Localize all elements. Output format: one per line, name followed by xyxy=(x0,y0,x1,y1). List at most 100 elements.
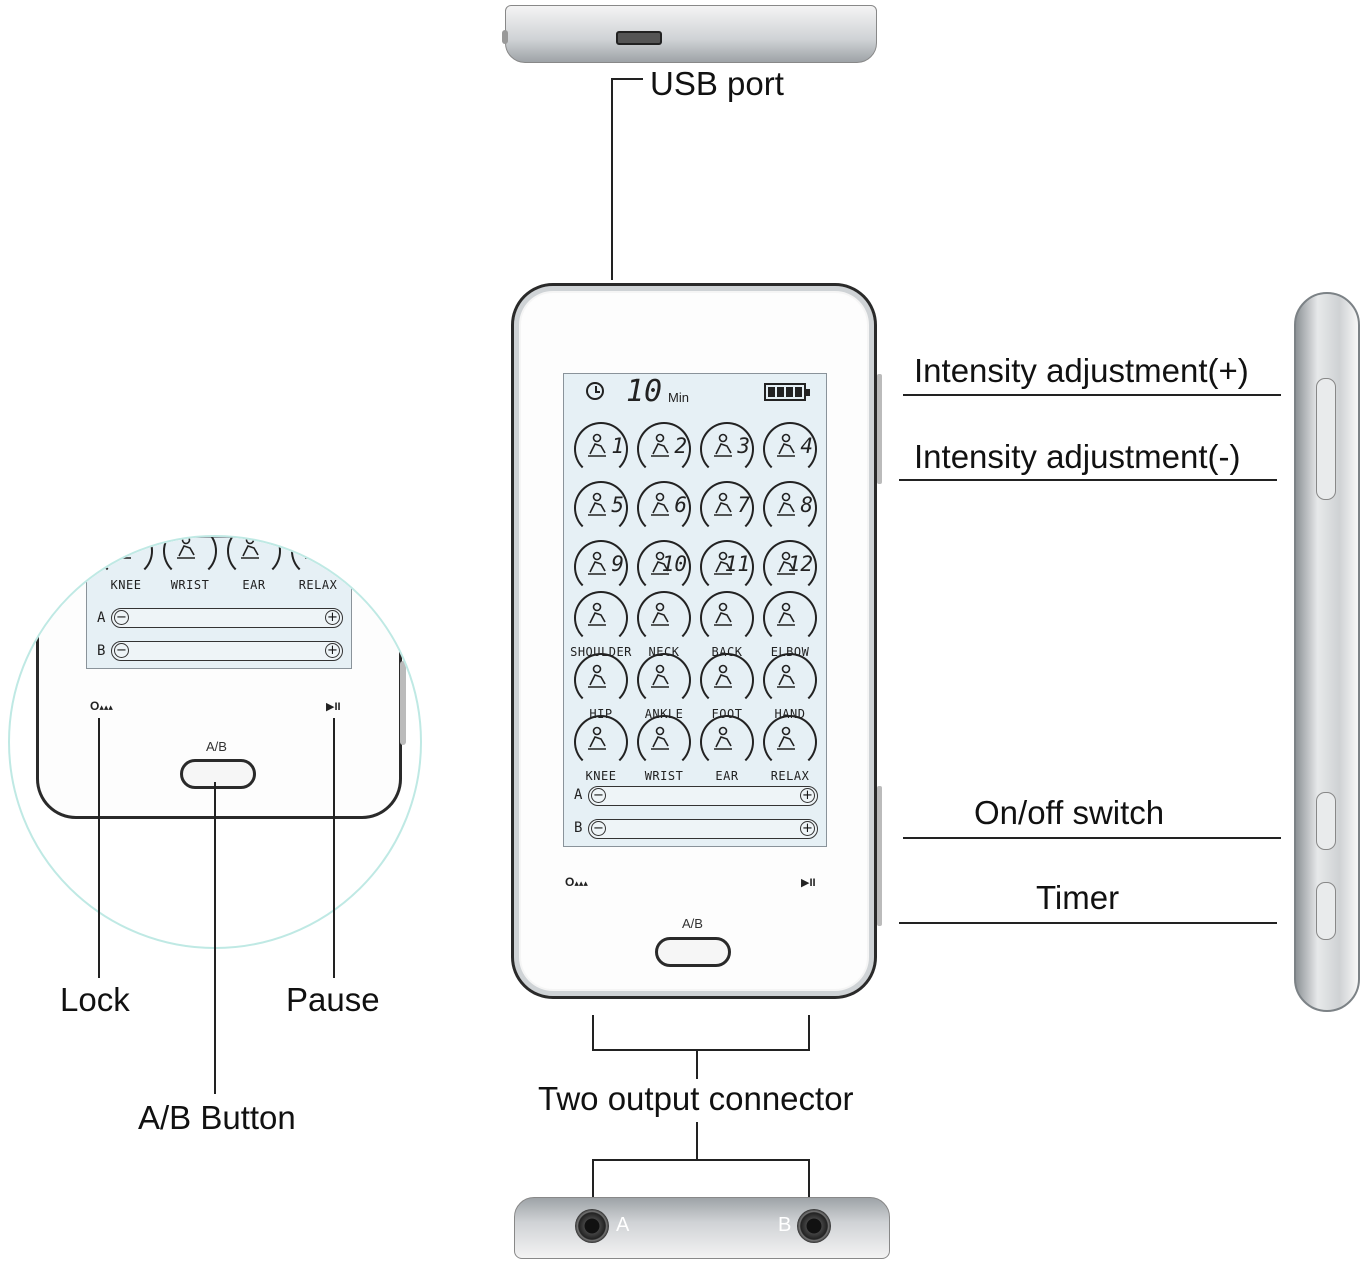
program-ring xyxy=(700,591,754,645)
zoom-channel-a-label: A xyxy=(97,610,106,626)
body-figure-icon xyxy=(584,550,610,576)
body-program-5: HIP xyxy=(574,653,628,721)
program-ring xyxy=(637,715,691,769)
numbered-program-6: 6 xyxy=(637,481,691,535)
program-label: KNEE xyxy=(110,578,142,592)
numbered-program-5: 5 xyxy=(574,481,628,535)
zoom-lock-icon: O xyxy=(90,699,100,713)
body-program-3: BACK xyxy=(700,591,754,659)
program-number: 3 xyxy=(737,434,750,458)
zoom-lock-button[interactable]: O▴▴▴ xyxy=(90,699,113,713)
device-side-view xyxy=(1294,292,1360,1012)
body-program-9: KNEE xyxy=(574,715,628,783)
program-number: 6 xyxy=(674,493,687,517)
program-label: SHOULDER xyxy=(570,645,632,659)
program-number: 9 xyxy=(611,552,624,576)
program-ring xyxy=(763,715,817,769)
lower-bracket-left xyxy=(592,1159,594,1199)
program-label: EAR xyxy=(715,769,739,783)
pause-label: Pause xyxy=(286,981,380,1018)
bracket-stem xyxy=(696,1049,698,1079)
bracket-left xyxy=(592,1015,594,1051)
zoom-pause-button[interactable]: ▶II xyxy=(326,701,341,713)
connector-b-jack-icon xyxy=(797,1209,831,1243)
zoom-channel-b-minus-icon: − xyxy=(114,643,129,658)
device-top-view xyxy=(502,5,877,63)
zoom-ab-label: A/B xyxy=(206,739,227,754)
numbered-program-12: 12 xyxy=(763,540,817,594)
body-figure-icon xyxy=(710,601,736,627)
body-figure-icon xyxy=(773,725,799,751)
body-program-10: WRIST xyxy=(637,715,691,783)
lower-bracket-right xyxy=(808,1159,810,1199)
program-ring xyxy=(763,422,817,476)
body-figure-icon xyxy=(173,537,199,560)
program-number: 4 xyxy=(800,434,813,458)
numbered-program-8: 8 xyxy=(763,481,817,535)
program-number: 12 xyxy=(787,552,813,576)
ab-button[interactable] xyxy=(655,937,731,967)
ab-button-callout-label: A/B Button xyxy=(138,1099,296,1136)
program-ring xyxy=(637,422,691,476)
body-figure-icon xyxy=(647,491,673,517)
body-figure-icon xyxy=(584,663,610,689)
channel-b-bar: − + xyxy=(588,819,818,839)
program-ring xyxy=(637,540,691,594)
channel-a-minus-icon: − xyxy=(591,788,606,803)
program-ring xyxy=(700,653,754,707)
program-number: 1 xyxy=(611,434,624,458)
usb-leader-hook xyxy=(611,78,643,80)
program-label: WRIST xyxy=(644,769,684,783)
ab-leader-line xyxy=(214,782,216,1094)
intensity-minus-label: Intensity adjustment(-) xyxy=(914,438,1241,475)
intensity-plus-label: Intensity adjustment(+) xyxy=(914,352,1249,389)
program-ring xyxy=(574,481,628,535)
zoom-program-1: KNEE xyxy=(99,537,153,592)
zoom-program-2: WRIST xyxy=(163,537,217,592)
program-ring xyxy=(574,653,628,707)
timer-label: Timer xyxy=(1036,879,1120,916)
numbered-program-2: 2 xyxy=(637,422,691,476)
numbered-program-3: 3 xyxy=(700,422,754,476)
right-edge-button-bottom xyxy=(877,786,882,926)
connector-a-label: A xyxy=(616,1214,630,1236)
body-figure-icon xyxy=(647,550,673,576)
program-ring xyxy=(700,481,754,535)
timer-side-button[interactable] xyxy=(1316,882,1336,940)
zoom-program-4: RELAX xyxy=(291,537,345,592)
zoom-right-edge xyxy=(400,661,406,745)
connector-b-label: B xyxy=(778,1214,792,1236)
zoom-channel-a-bar: − + xyxy=(111,608,343,628)
numbered-program-1: 1 xyxy=(574,422,628,476)
body-program-1: SHOULDER xyxy=(570,591,631,659)
program-ring xyxy=(637,653,691,707)
body-figure-icon xyxy=(584,491,610,517)
program-number: 11 xyxy=(724,552,750,576)
pause-button[interactable]: ▶II xyxy=(801,877,816,889)
body-figure-icon xyxy=(710,491,736,517)
program-ring xyxy=(574,540,628,594)
body-figure-icon xyxy=(647,432,673,458)
body-program-6: ANKLE xyxy=(637,653,691,721)
body-figure-icon xyxy=(773,663,799,689)
zoom-program-3: EAR xyxy=(227,537,281,592)
intensity-rocker-button[interactable] xyxy=(1316,378,1336,500)
program-ring xyxy=(637,591,691,645)
channel-b-label: B xyxy=(574,820,583,836)
program-label: WRIST xyxy=(170,578,210,592)
timer-value: 10 xyxy=(626,374,663,409)
zoom-ab-button[interactable] xyxy=(180,759,256,789)
program-number: 8 xyxy=(800,493,813,517)
program-ring xyxy=(291,537,345,578)
program-ring xyxy=(574,591,628,645)
body-figure-icon xyxy=(584,432,610,458)
program-ring xyxy=(99,537,153,578)
body-figure-icon xyxy=(647,663,673,689)
power-side-button[interactable] xyxy=(1316,792,1336,850)
lock-button[interactable]: O▴▴▴ xyxy=(565,875,588,889)
right-edge-button-top xyxy=(877,374,882,484)
body-figure-icon xyxy=(773,491,799,517)
program-ring xyxy=(763,653,817,707)
